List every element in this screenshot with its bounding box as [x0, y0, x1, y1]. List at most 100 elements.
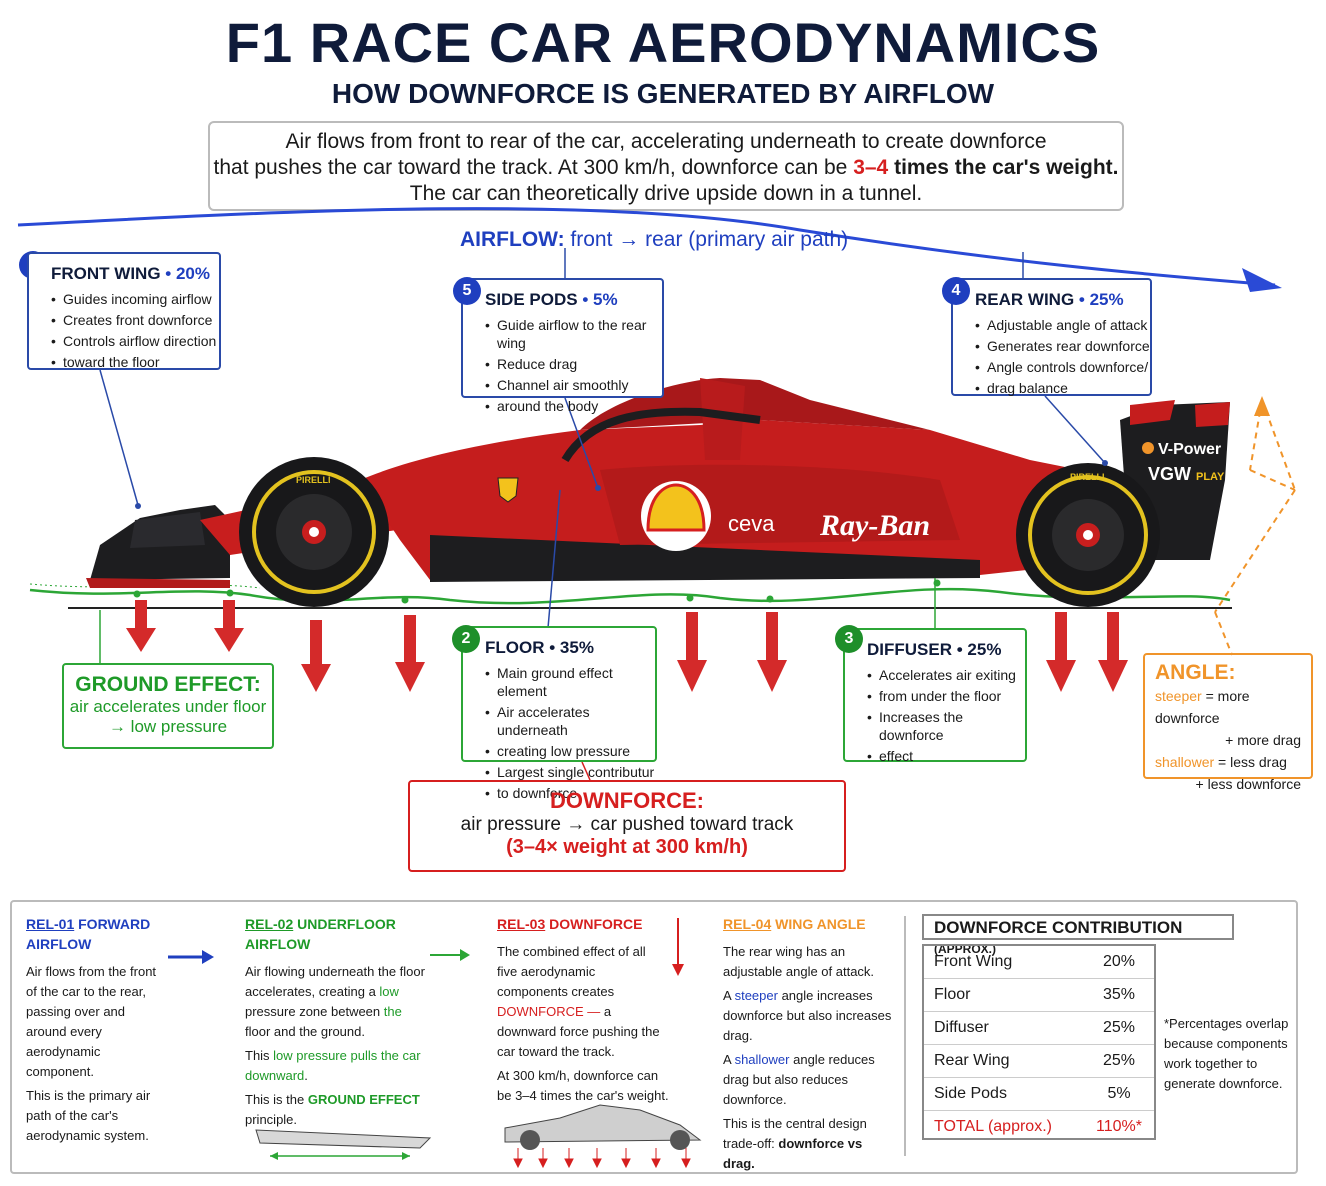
row-value: 20% — [1102, 953, 1136, 970]
list-item: Guides incoming airflow — [51, 290, 219, 308]
list-item: Main ground effect element — [485, 664, 655, 700]
rel-02-text-3a: This is the — [245, 1092, 308, 1107]
shell-logo — [641, 481, 711, 551]
list-item: to downforce — [485, 784, 655, 802]
table-row: Front Wing 20% — [924, 946, 1154, 979]
floor-heading: FLOOR • 35% — [485, 638, 655, 658]
rel-03-text-1a: The combined effect of all five aerodyna… — [497, 944, 646, 999]
rel-02-text-1: Air flowing underneath the floor acceler… — [245, 962, 425, 1042]
list-item: Accelerates air exiting — [867, 666, 1025, 684]
intro-line-2: that pushes the car toward the track. At… — [210, 155, 1122, 181]
list-item: toward the floor — [51, 353, 219, 371]
rel-04-text-4: This is the central design trade-off: do… — [723, 1114, 895, 1174]
ground-effect-box: GROUND EFFECT: air accelerates under flo… — [62, 663, 274, 749]
rel-04-text-2b: steeper — [734, 988, 778, 1003]
angle-steeper: steeper = more downforce — [1155, 685, 1301, 729]
rear-wing-pct: • 25% — [1078, 290, 1124, 309]
front-wheel — [239, 457, 389, 607]
side-pods-callout: SIDE PODS • 5% Guide airflow to the rear… — [461, 278, 664, 415]
rel-04-text-2a: A — [723, 988, 735, 1003]
intro-box: Air flows from front to rear of the car,… — [208, 121, 1124, 211]
angle-shallower-word: shallower — [1155, 754, 1215, 770]
downforce-line-2: (3–4× weight at 300 km/h) — [506, 836, 748, 858]
ground-effect-line-1: air accelerates under floor — [69, 697, 267, 716]
total-value: 110%* — [1096, 1118, 1142, 1135]
angle-steeper-word: steeper — [1155, 688, 1202, 704]
diffuser-number-badge: 3 — [835, 625, 863, 653]
diffuser-pct: • 25% — [956, 640, 1002, 659]
side-pods-list: Guide airflow to the rear wing Reduce dr… — [463, 316, 662, 415]
table-row: Floor 35% — [924, 979, 1154, 1012]
list-item: Air accelerates underneath — [485, 703, 655, 739]
side-pods-heading: SIDE PODS • 5% — [485, 290, 662, 310]
rel02-arrow-icon — [430, 949, 470, 961]
rel-03-column: REL-03 DOWNFORCE The combined effect of … — [497, 914, 669, 1110]
rel02-floor-sketch-icon — [255, 1129, 432, 1160]
rel-04-text-3c: angle reduces drag but also reduces down… — [723, 1052, 875, 1107]
floor-number-badge: 2 — [452, 625, 480, 653]
front-wing-callout: FRONT WING • 20% Guides incoming airflow… — [27, 252, 221, 371]
list-item: Adjustable angle of attack — [975, 316, 1150, 334]
list-item: around the body — [485, 397, 662, 415]
sponsor-vpower: V-Power — [1158, 441, 1221, 458]
front-wing-heading: FRONT WING • 20% — [51, 264, 219, 284]
rel-02-text-2c: . — [304, 1068, 308, 1083]
sponsor-ceva: ceva — [728, 511, 775, 536]
row-value: 35% — [1102, 986, 1136, 1003]
rel-01-name: FORWARD AIRFLOW — [26, 916, 151, 952]
rel-03-text-1b: DOWNFORCE — — [497, 1004, 601, 1019]
list-item: Creates front downforce — [51, 311, 219, 329]
list-item: drag balance — [975, 379, 1150, 397]
intro-line-2-b: times the car's weight. — [888, 156, 1119, 179]
page-title: F1 RACE CAR AERODYNAMICS — [225, 11, 1101, 74]
angle-shallower-text-2: + less downforce — [1195, 776, 1301, 792]
rear-wing-number-badge: 4 — [942, 277, 970, 305]
airflow-label: AIRFLOW: front → rear (primary air path) — [460, 228, 848, 252]
rel-02-text-3b: GROUND EFFECT — [307, 1092, 420, 1107]
rel-02-text-1a: Air flowing underneath the floor acceler… — [245, 964, 425, 999]
floor-list: Main ground effect element Air accelerat… — [463, 664, 655, 802]
list-item: Channel air smoothly — [485, 376, 662, 394]
rel-04-text-2c: angle increases downforce but also incre… — [723, 988, 892, 1043]
contribution-note: *Percentages overlap because components … — [1164, 1016, 1289, 1091]
list-item: Angle controls downforce/ — [975, 358, 1150, 376]
rel-04-text-3: A shallower angle reduces drag but also … — [723, 1050, 895, 1110]
rear-wheel — [1016, 463, 1160, 607]
list-item: Guide airflow to the rear wing — [485, 316, 662, 352]
rear-wing-name: REAR WING — [975, 290, 1075, 309]
rel-01-heading: REL-01 FORWARD AIRFLOW — [26, 914, 166, 954]
rel-03-code: REL-03 — [497, 916, 546, 932]
rel-04-text-3a: A — [723, 1052, 735, 1067]
list-item: Largest single contributur — [485, 763, 655, 781]
floor-name: FLOOR — [485, 638, 545, 657]
diffuser-name: DIFFUSER — [867, 640, 952, 659]
downforce-box: DOWNFORCE: air pressure → car pushed tow… — [408, 780, 846, 872]
divider — [904, 916, 906, 1156]
downforce-title: DOWNFORCE: — [550, 788, 704, 813]
airflow-arrowhead — [1242, 268, 1282, 292]
intro-line-3: The car can theoretically drive upside d… — [409, 182, 923, 205]
rel-02-text-3c: principle. — [245, 1112, 298, 1127]
rel-02-code: REL-02 — [245, 916, 294, 932]
rel-01-code: REL-01 — [26, 916, 75, 932]
list-item: Increases the downforce — [867, 708, 1025, 744]
ground-effect-line-2: → low pressure — [108, 717, 228, 736]
sponsor-rayban: Ray-Ban — [819, 509, 930, 542]
rel-04-text-1: The rear wing has an adjustable angle of… — [723, 944, 875, 979]
front-wing-pct: • 20% — [165, 264, 210, 283]
angle-shallower: shallower = less drag — [1155, 751, 1301, 773]
downforce-line-1: air pressure → car pushed toward track — [460, 814, 794, 835]
rel-02-heading: REL-02 UNDERFLOOR AIRFLOW — [245, 914, 425, 954]
tyre-brand-front: PIRELLI — [296, 475, 331, 485]
side-pods-name: SIDE PODS — [485, 290, 578, 309]
rel03-arrow-icon — [672, 918, 684, 976]
row-name: Floor — [934, 986, 971, 1003]
rel-02-text-1e: floor and the ground. — [245, 1024, 365, 1039]
row-name: Front Wing — [934, 953, 1013, 970]
rel-04-column: REL-04 WING ANGLE The rear wing has an a… — [723, 914, 895, 1178]
rel-01-text-1: Air flows from the front of the car to t… — [26, 964, 157, 1079]
rear-wing-list: Adjustable angle of attack Generates rea… — [953, 316, 1150, 397]
